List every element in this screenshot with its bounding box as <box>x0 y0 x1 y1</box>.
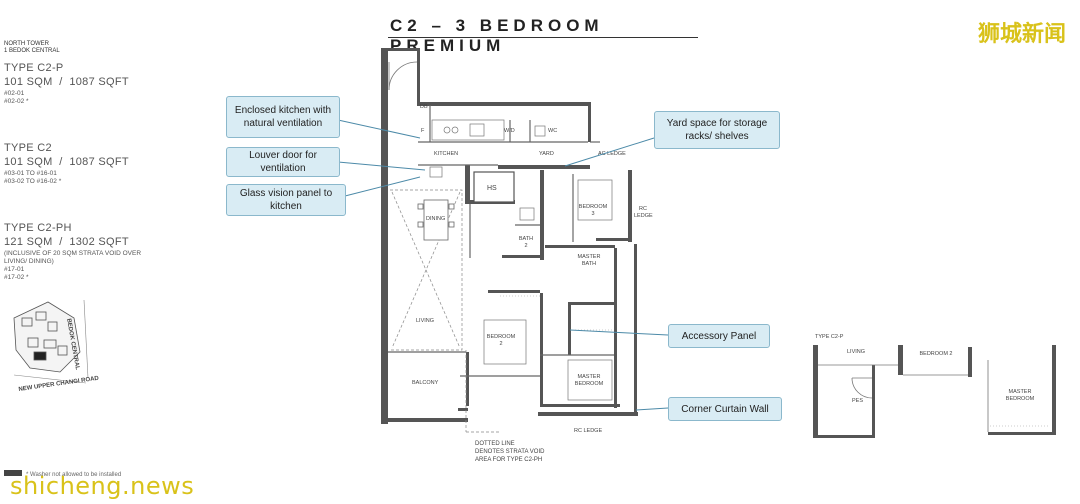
callout-louver-door: Louver door for ventilation <box>226 147 340 177</box>
inset-living: LIVING <box>847 349 866 355</box>
footnote: * Washer not allowed to be installed <box>26 472 122 478</box>
callout-enclosed-kitchen: Enclosed kitchen with natural ventilatio… <box>226 96 340 138</box>
road-new-upper-changi: NEW UPPER CHANGI ROAD <box>18 375 100 393</box>
type-c2ph-unit-1: #17-01 <box>4 266 25 273</box>
type-c2-name: TYPE C2 <box>4 142 52 154</box>
label-household-shelter: HS <box>487 185 497 192</box>
label-rc-ledge-bottom: RC LEDGE <box>574 428 603 434</box>
title-underline <box>388 37 698 38</box>
callout-accessory-panel: Accessory Panel <box>668 324 770 348</box>
label-bedroom-2: BEDROOM 2 <box>486 334 516 347</box>
legend-swatch <box>4 470 22 476</box>
type-c2-unit-1: #03-01 to #16-01 <box>4 170 57 177</box>
inset-master-bedroom: MASTER BEDROOM <box>1005 389 1035 402</box>
label-wc: WC <box>548 128 558 134</box>
inset-label: TYPE C2-P <box>815 334 844 340</box>
tower-name: NORTH TOWER <box>4 41 50 47</box>
road-bedok-central: BEDOK CENTRAL <box>65 318 81 371</box>
label-bath-2: BATH 2 <box>518 236 534 249</box>
label-ac-ledge: AC LEDGE <box>598 151 626 157</box>
label-master-bedroom: MASTER BEDROOM <box>574 374 604 387</box>
type-c2p-unit-2: #02-02 * <box>4 98 29 105</box>
label-bedroom-3: BEDROOM 3 <box>578 204 608 217</box>
callout-glass-panel: Glass vision panel to kitchen <box>226 184 346 216</box>
label-db: DB <box>420 104 428 110</box>
type-c2ph-note: (INCLUSIVE OF 20 SQM STRATA VOID OVER LI… <box>4 250 142 265</box>
strata-void-note: DOTTED LINE DENOTES STRATA VOID AREA FOR… <box>475 441 545 463</box>
inset-pes: PES <box>852 398 864 404</box>
type-c2p-name: TYPE C2-P <box>4 62 64 74</box>
type-c2ph-name: TYPE C2-PH <box>4 222 72 234</box>
type-c2-size: 101 SQM / 1087 SQFT <box>4 156 129 168</box>
page-title: C2 – 3 BEDROOM PREMIUM <box>390 16 604 55</box>
type-c2ph-unit-2: #17-02 * <box>4 274 29 281</box>
type-c2ph-size: 121 SQM / 1302 SQFT <box>4 236 129 248</box>
watermark-top: 狮城新闻 <box>977 22 1066 47</box>
inset-bedroom-2: BEDROOM 2 <box>919 351 953 357</box>
tower-address: 1 BEDOK CENTRAL <box>4 48 60 54</box>
callout-yard-space: Yard space for storage racks/ shelves <box>654 111 780 149</box>
callout-curtain-wall: Corner Curtain Wall <box>668 397 782 421</box>
label-fridge: F <box>421 128 425 134</box>
label-yard: YARD <box>539 151 554 157</box>
label-living: LIVING <box>416 318 435 324</box>
label-kitchen: KITCHEN <box>434 151 459 157</box>
watermark-bottom: shicheng.news <box>10 472 195 500</box>
type-c2p-size: 101 SQM / 1087 SQFT <box>4 76 129 88</box>
label-dining: DINING <box>426 216 446 222</box>
label-master-bath: MASTER BATH <box>577 254 601 267</box>
label-washer-dryer: W/D <box>504 128 515 134</box>
label-balcony: BALCONY <box>412 380 439 386</box>
type-c2-unit-2: #03-02 to #16-02 * <box>4 178 62 185</box>
type-c2p-unit-1: #02-01 <box>4 90 25 97</box>
label-rc-ledge-right: RC LEDGE <box>634 206 653 219</box>
